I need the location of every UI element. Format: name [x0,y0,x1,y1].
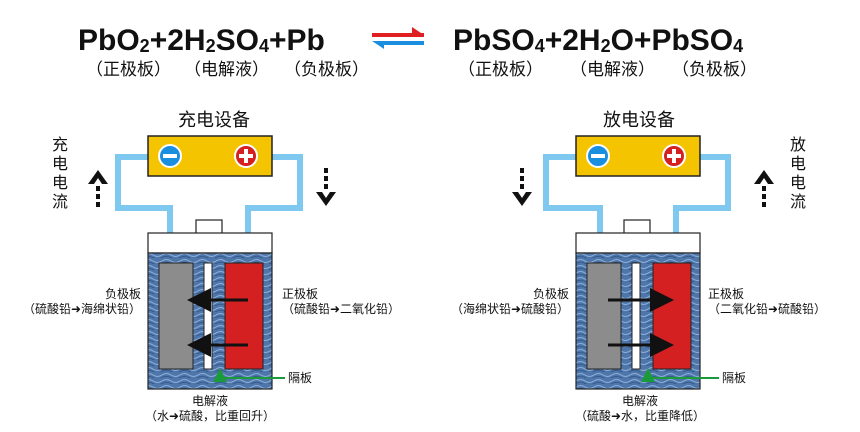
charging-electrolyte-change: （水➜硫酸，比重回升） [145,408,275,423]
charging-panel: 充电设备 充 电 电 流 [23,110,400,423]
discharging-current-label: 放 电 电 流 [790,135,806,211]
discharging-current-up-arrow-icon [754,170,774,207]
charging-current-down-arrow-icon [316,168,336,206]
discharging-positive-plate-label: 正极板 [708,287,744,301]
discharging-device-label: 放电设备 [603,110,675,131]
discharging-separator [631,262,641,370]
discharging-wires [543,154,731,262]
svg-text:流: 流 [790,192,806,211]
discharging-current-down-arrow-icon [512,168,532,206]
charging-positive-terminal-icon [234,144,258,168]
charging-separator-pointer-icon [213,368,285,382]
svg-text:电: 电 [790,154,806,173]
discharging-positive-plate [652,262,692,370]
svg-text:充: 充 [52,135,68,154]
charging-negative-plate-label: 负极板 [105,287,141,301]
label-positive-plate-left: （正极板） [86,60,171,80]
charging-positive-plate-label: 正极板 [282,287,318,301]
charging-current-up-arrow-icon [88,170,108,207]
discharging-electrolyte-label: 电解液 [622,393,658,408]
charging-wires [115,154,303,262]
charging-separator-label: 隔板 [288,371,312,385]
discharging-negative-plate-change: （海绵状铅➜硫酸铅） [451,301,569,316]
svg-text:电: 电 [52,173,68,192]
charging-positive-plate-change: （硫酸铅➜二氧化铅） [282,301,400,316]
label-negative-plate-right: （负极板） [672,60,757,80]
charging-separator [203,262,213,370]
reversible-arrow-icon [372,27,424,49]
charging-negative-plate [158,262,194,370]
discharging-positive-terminal-icon [662,144,686,168]
svg-text:流: 流 [52,192,68,211]
discharging-electrolyte-change: （硫酸➜水，比重降低） [575,408,705,423]
charging-negative-plate-change: （硫酸铅➜海绵状铅） [23,301,141,316]
equation-left: PbO2+2H2SO4+Pb [78,24,325,57]
svg-text:电: 电 [790,173,806,192]
discharging-separator-pointer-icon [641,368,719,382]
charging-negative-terminal-icon [158,144,182,168]
charging-current-label: 充 电 电 流 [52,135,68,211]
discharging-battery [575,219,701,390]
equation: PbO2+2H2SO4+Pb PbSO4+2H2O+PbSO4 （正极板） （电… [78,24,757,80]
equation-right: PbSO4+2H2O+PbSO4 [453,24,743,57]
discharging-panel: 放电设备 放 电 电 流 [451,110,826,423]
charging-battery [147,219,273,390]
discharging-negative-terminal-icon [586,144,610,168]
label-electrolyte-left: （电解液） [184,60,269,80]
discharging-separator-label: 隔板 [722,371,746,385]
discharging-negative-plate [586,262,622,370]
charging-positive-plate [224,262,264,370]
charging-device-label: 充电设备 [178,110,250,131]
charging-electrolyte-label: 电解液 [192,393,228,408]
svg-text:电: 电 [52,154,68,173]
svg-text:放: 放 [790,135,806,154]
label-electrolyte-right: （电解液） [570,60,655,80]
discharging-positive-plate-change: （二氧化铅➜硫酸铅） [708,301,826,316]
label-negative-plate-left: （负极板） [284,60,369,80]
label-positive-plate-right: （正极板） [458,60,543,80]
discharging-negative-plate-label: 负极板 [533,287,569,301]
